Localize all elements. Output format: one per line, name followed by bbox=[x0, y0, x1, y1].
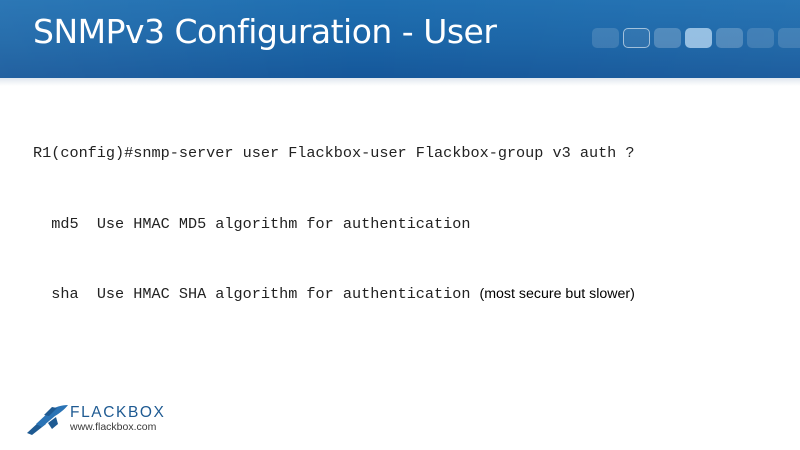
deco-block bbox=[716, 28, 743, 48]
header-gradient bbox=[0, 0, 800, 78]
logo-url: www.flackbox.com bbox=[70, 420, 157, 433]
cli-command-line: R1(config)#snmp-server user Flackbox-use… bbox=[33, 144, 635, 162]
option-description: Use HMAC MD5 algorithm for authenticatio… bbox=[96, 214, 471, 233]
cli-output: R1(config)#snmp-server user Flackbox-use… bbox=[33, 95, 635, 330]
option-keyword: md5 bbox=[51, 214, 79, 233]
option-keyword: sha bbox=[51, 285, 79, 303]
deco-block-outlined bbox=[623, 28, 650, 48]
deco-block bbox=[654, 28, 681, 48]
option-description: Use HMAC SHA algorithm for authenticatio… bbox=[96, 285, 471, 303]
header-decoration bbox=[592, 28, 800, 48]
deco-block bbox=[592, 28, 619, 48]
slide-title: SNMPv3 Configuration - User bbox=[33, 12, 497, 51]
airplane-logo-icon bbox=[27, 405, 68, 435]
header-divider bbox=[0, 78, 800, 86]
deco-block bbox=[778, 28, 800, 48]
option-note: (most secure but slower) bbox=[479, 286, 635, 302]
deco-block-highlighted bbox=[685, 28, 712, 48]
cli-option-line: md5 Use HMAC MD5 algorithm for authentic… bbox=[33, 213, 635, 237]
slide-header: SNMPv3 Configuration - User bbox=[0, 0, 800, 78]
cli-option-line: sha Use HMAC SHA algorithm for authentic… bbox=[33, 283, 635, 307]
logo-text: FLACKBOX www.flackbox.com bbox=[70, 403, 166, 434]
logo-name: FLACKBOX bbox=[70, 403, 166, 421]
flackbox-logo: FLACKBOX www.flackbox.com bbox=[24, 402, 166, 436]
deco-block bbox=[747, 28, 774, 48]
